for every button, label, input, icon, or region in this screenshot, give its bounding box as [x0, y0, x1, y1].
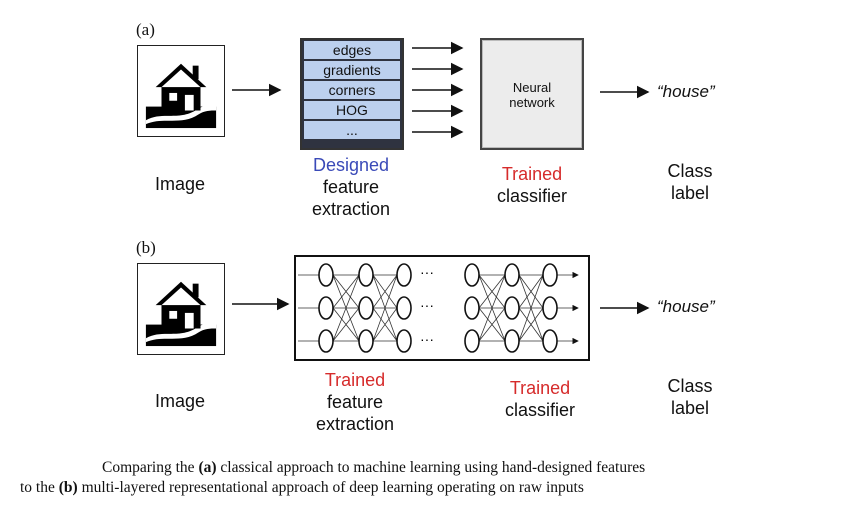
- trained-word: Trained: [501, 164, 563, 184]
- network-connection: [332, 307, 360, 342]
- trained-feature-caption: Trained feature extraction: [290, 369, 420, 435]
- figure-caption: Comparing the (a) classical approach to …: [20, 458, 850, 498]
- trained-word: Trained: [509, 378, 571, 398]
- ellipsis-top: ···: [420, 264, 434, 280]
- neuron-icon: [504, 296, 520, 320]
- network-connection: [332, 274, 360, 342]
- caption-b-ref: (b): [58, 479, 78, 496]
- network-connection: [478, 307, 506, 342]
- neuron-icon: [464, 329, 480, 353]
- extraction-word: extraction: [315, 414, 395, 434]
- network-connection: [478, 274, 506, 342]
- network-connection: [478, 274, 506, 309]
- feature-hog: HOG: [304, 101, 400, 119]
- house-icon: [145, 281, 217, 347]
- trained-word: Trained: [324, 370, 386, 390]
- feature-word: feature: [322, 177, 380, 197]
- extraction-word: extraction: [311, 199, 391, 219]
- nn-line2: network: [509, 95, 555, 110]
- arrow-icon: [600, 85, 650, 99]
- trained-classifier-caption-a: Trained classifier: [472, 163, 592, 207]
- output-house-b: “house”: [657, 297, 715, 316]
- image-label-a: Image: [154, 174, 206, 194]
- input-image-a: [137, 45, 225, 137]
- trained-classifier-caption-b: Trained classifier: [480, 377, 600, 421]
- output-house-a: “house”: [657, 82, 715, 101]
- neuron-icon: [396, 296, 412, 320]
- ellipsis-mid: ···: [420, 297, 434, 313]
- neuron-icon: [504, 263, 520, 287]
- neuron-icon: [542, 296, 558, 320]
- panel-b-label: (b): [136, 238, 156, 257]
- feature-word: feature: [326, 392, 384, 412]
- neural-network-box: Neural network: [480, 38, 584, 150]
- input-image-b: [137, 263, 225, 355]
- neuron-icon: [358, 329, 374, 353]
- feature-stack: edges gradients corners HOG ...: [300, 38, 404, 150]
- network-connection: [372, 307, 398, 342]
- class-label-a: Class label: [650, 160, 730, 204]
- network-connection: [518, 307, 544, 342]
- neuron-icon: [504, 329, 520, 353]
- neuron-icon: [542, 263, 558, 287]
- network-connection: [332, 274, 360, 309]
- ellipsis-bot: ···: [420, 331, 434, 347]
- caption-text: multi-layered representational approach …: [77, 479, 584, 496]
- image-label-b: Image: [154, 391, 206, 411]
- classifier-word: classifier: [496, 186, 567, 206]
- feature-ellipsis: ...: [304, 121, 400, 139]
- feature-corners: corners: [304, 81, 400, 99]
- neuron-icon: [396, 263, 412, 287]
- feature-gradients: gradients: [304, 61, 400, 79]
- neuron-icon: [358, 296, 374, 320]
- nn-line1: Neural: [512, 80, 552, 95]
- designed-word: Designed: [312, 155, 390, 175]
- caption-text: to the: [20, 479, 59, 496]
- neuron-icon: [318, 296, 334, 320]
- arrow-icon: [232, 297, 290, 311]
- label-word: label: [670, 183, 710, 203]
- neuron-icon: [464, 296, 480, 320]
- panel-a-label: (a): [136, 20, 155, 39]
- class-word: Class: [667, 376, 713, 396]
- label-word: label: [670, 398, 710, 418]
- neuron-icon: [464, 263, 480, 287]
- feature-arrows: [412, 41, 464, 139]
- class-label-b: Class label: [650, 375, 730, 419]
- designed-feature-caption: Designed feature extraction: [286, 154, 416, 220]
- arrow-icon: [232, 83, 282, 97]
- house-icon: [145, 63, 217, 129]
- deep-network: ··· ··· ···: [294, 255, 590, 361]
- arrow-icon: [600, 301, 650, 315]
- network-connection: [372, 274, 398, 342]
- caption-text: Comparing the: [102, 459, 199, 476]
- network-connection: [518, 274, 544, 309]
- neuron-icon: [396, 329, 412, 353]
- neuron-icon: [318, 329, 334, 353]
- neuron-icon: [542, 329, 558, 353]
- feature-edges: edges: [304, 41, 400, 59]
- network-connection: [372, 274, 398, 309]
- caption-text: classical approach to machine learning u…: [216, 459, 646, 476]
- network-connection: [518, 274, 544, 342]
- class-word: Class: [667, 161, 713, 181]
- neuron-icon: [358, 263, 374, 287]
- neuron-icon: [318, 263, 334, 287]
- caption-a-ref: (a): [198, 459, 217, 476]
- classifier-word: classifier: [504, 400, 575, 420]
